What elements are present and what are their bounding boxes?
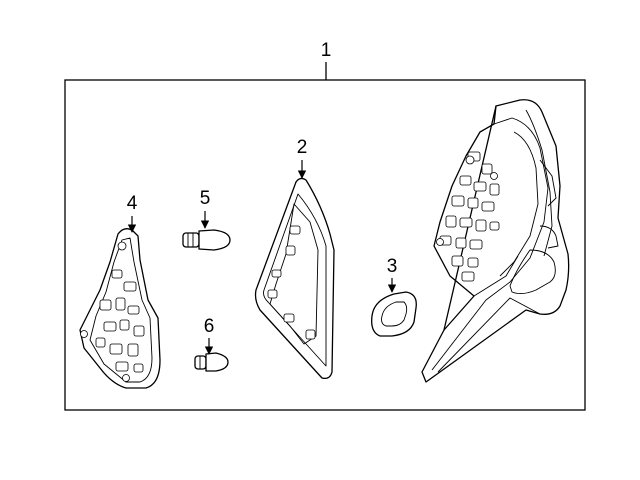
callout-3: 3 (387, 256, 398, 293)
grommet-part-3 (371, 291, 417, 337)
callout-5: 5 (200, 188, 211, 229)
bulb-part-5 (182, 229, 231, 251)
callout-4: 4 (127, 193, 138, 233)
lamp-housing-part-1 (421, 99, 570, 383)
callout-6: 6 (204, 316, 215, 355)
callout-2-number: 2 (297, 137, 308, 158)
assembly-frame (64, 79, 586, 411)
callout-5-number: 5 (200, 188, 211, 209)
gasket-part-2 (254, 177, 335, 380)
callout-3-number: 3 (387, 256, 398, 277)
bulb-part-6 (194, 352, 229, 372)
callout-6-number: 6 (204, 316, 215, 337)
callout-2: 2 (297, 137, 308, 179)
callout-1-number: 1 (321, 40, 332, 61)
callout-4-number: 4 (127, 193, 138, 214)
callout-1: 1 (321, 40, 332, 80)
socket-plate-part-4 (79, 228, 161, 389)
